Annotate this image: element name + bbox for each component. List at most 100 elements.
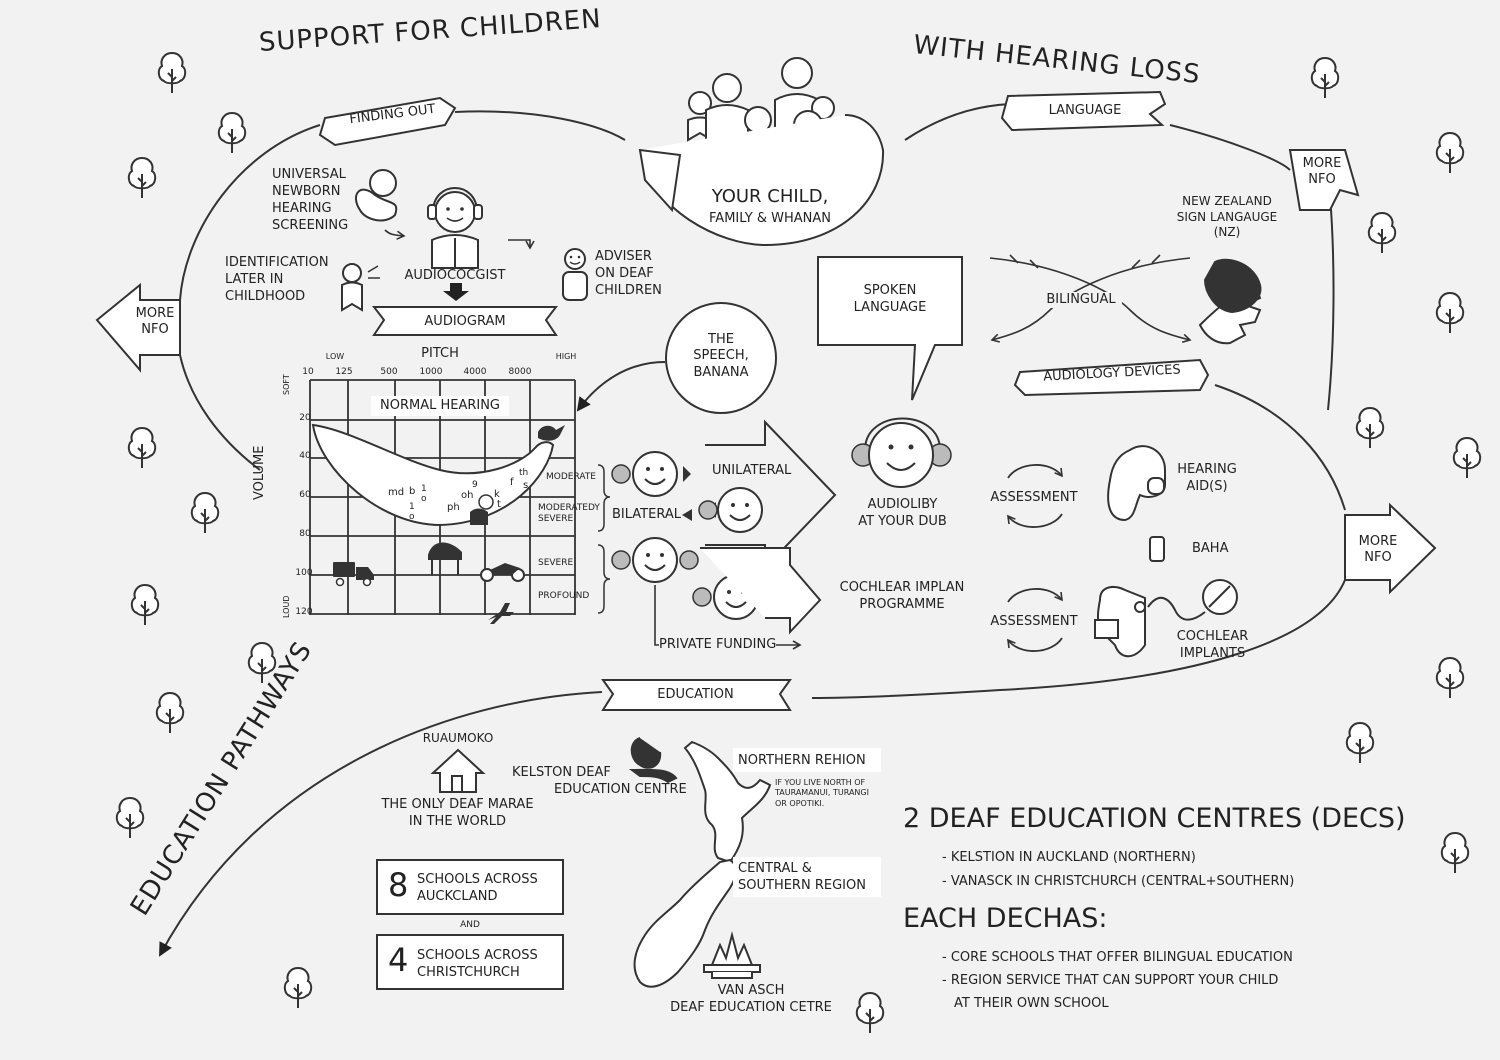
schools-auckland-box <box>376 859 564 915</box>
freq-8000: 8000 <box>508 367 532 377</box>
sound-md: md <box>388 487 405 498</box>
low-label: LOW <box>325 352 345 361</box>
level-80: 80 <box>299 529 311 539</box>
ribbon-banners <box>318 90 1210 711</box>
central-region-label: CENTRAL &SOUTHERN REGION <box>738 861 866 893</box>
decs-heading: 2 DEAF EDUCATION CENTRES (DECS) <box>903 803 1406 834</box>
bilateral-arrow-icon <box>682 509 692 521</box>
normal-hearing-patch <box>371 396 509 416</box>
center-subtitle: FAMILY & WHANAN <box>709 211 831 226</box>
unilateral-label: UNILATERAL <box>712 463 792 478</box>
family-illustration <box>639 57 885 247</box>
decs2-item-3: AT THEIR OWN SCHOOL <box>954 996 1109 1011</box>
pathway-arrows <box>700 419 837 635</box>
banner-education: EDUCATION <box>657 687 734 702</box>
schools-auckland-number: 8 <box>388 866 409 904</box>
sound-9: 9 <box>472 480 478 490</box>
sound-th: th <box>519 468 529 478</box>
loud-label: LOUD <box>282 595 291 618</box>
device-icons <box>1094 445 1238 658</box>
speech-banana-bubble <box>665 302 777 414</box>
freq-10: 10 <box>302 367 314 377</box>
volume-label: VOLUME <box>252 445 267 500</box>
level-40: 40 <box>299 451 311 461</box>
schools-christchurch-number: 4 <box>388 941 409 979</box>
decs2-item-1: - CORE SCHOOLS THAT OFFER BILINGUAL EDUC… <box>942 950 1293 965</box>
freq-1000: 1000 <box>419 367 443 377</box>
profound-label: PROFOUND <box>538 591 590 601</box>
level-20: 20 <box>299 413 311 423</box>
central-label-patch <box>733 857 881 897</box>
sound-f: f <box>510 477 514 488</box>
baha-label: BAHA <box>1192 541 1229 556</box>
normal-hearing-label: NORMAL HEARING <box>379 398 501 413</box>
assessment-cycles <box>1007 464 1063 652</box>
assessment-label-2: ASSESSMENT <box>980 614 1088 630</box>
and-label: AND <box>460 920 480 930</box>
level-100: 100 <box>295 568 313 578</box>
northern-label-patch <box>733 748 881 772</box>
flow-lines <box>159 103 1346 957</box>
level-120: 120 <box>295 607 313 617</box>
decs-item-2: - VANASCK IN CHRISTCHURCH (CENTRAL+SOUTH… <box>942 874 1295 889</box>
more-info-arrows <box>95 149 1437 595</box>
bowl-arrow <box>638 148 682 213</box>
high-label: HIGH <box>555 352 577 361</box>
decs2-item-2: - REGION SERVICE THAT CAN SUPPORT YOUR C… <box>942 973 1279 988</box>
sound-1a: 1 <box>421 484 427 494</box>
sound-ob: o <box>409 512 415 522</box>
sound-b: b <box>409 486 416 497</box>
sound-k: k <box>494 489 500 500</box>
banner-audiogram: AUDIOGRAM <box>424 314 506 329</box>
banana-pointer-arrow <box>576 361 666 412</box>
sound-s: s <box>523 480 529 491</box>
center-title: YOUR CHILD, <box>711 186 829 207</box>
northern-region-label: NORTHERN REHION <box>738 753 866 768</box>
sign-language-hands-icon <box>1198 258 1262 345</box>
soft-label: SOFT <box>282 374 291 395</box>
new-zealand-map <box>633 740 772 988</box>
pitch-label: PITCH <box>421 346 459 361</box>
freq-125: 125 <box>335 367 353 377</box>
level-60: 60 <box>299 490 311 500</box>
decs-item-1: - KELSTION IN AUCKLAND (NORTHERN) <box>942 850 1196 865</box>
down-arrow-icon <box>443 283 469 301</box>
bilingual-label: BILINGUAL <box>1040 292 1122 308</box>
schools-christchurch-box <box>376 934 564 990</box>
moderately-severe-label: MODERATEDY SEVERE <box>538 503 600 524</box>
banner-language: LANGUAGE <box>1048 103 1122 118</box>
finding-out-icons <box>341 169 588 312</box>
education-icons <box>430 737 761 979</box>
spoken-language-bubble <box>817 256 963 401</box>
ruaumoko-label: RUAUMOKO <box>422 731 494 745</box>
bilateral-label: BILATERAL <box>612 507 681 522</box>
finding-out-arrows <box>367 229 535 279</box>
sound-oa: o <box>421 494 427 504</box>
severe-label: SEVERE <box>538 558 574 568</box>
decs-heading-2: EACH DECHAS: <box>903 903 1108 934</box>
private-funding-label: PRIVATE FUNDING <box>659 637 777 653</box>
moderate-label: MODERATE <box>546 472 596 482</box>
face-dots <box>446 207 581 259</box>
freq-500: 500 <box>380 367 398 377</box>
speech-banana-shape <box>311 423 555 527</box>
audiologist-label: AUDIOCOCGIST <box>404 268 506 283</box>
